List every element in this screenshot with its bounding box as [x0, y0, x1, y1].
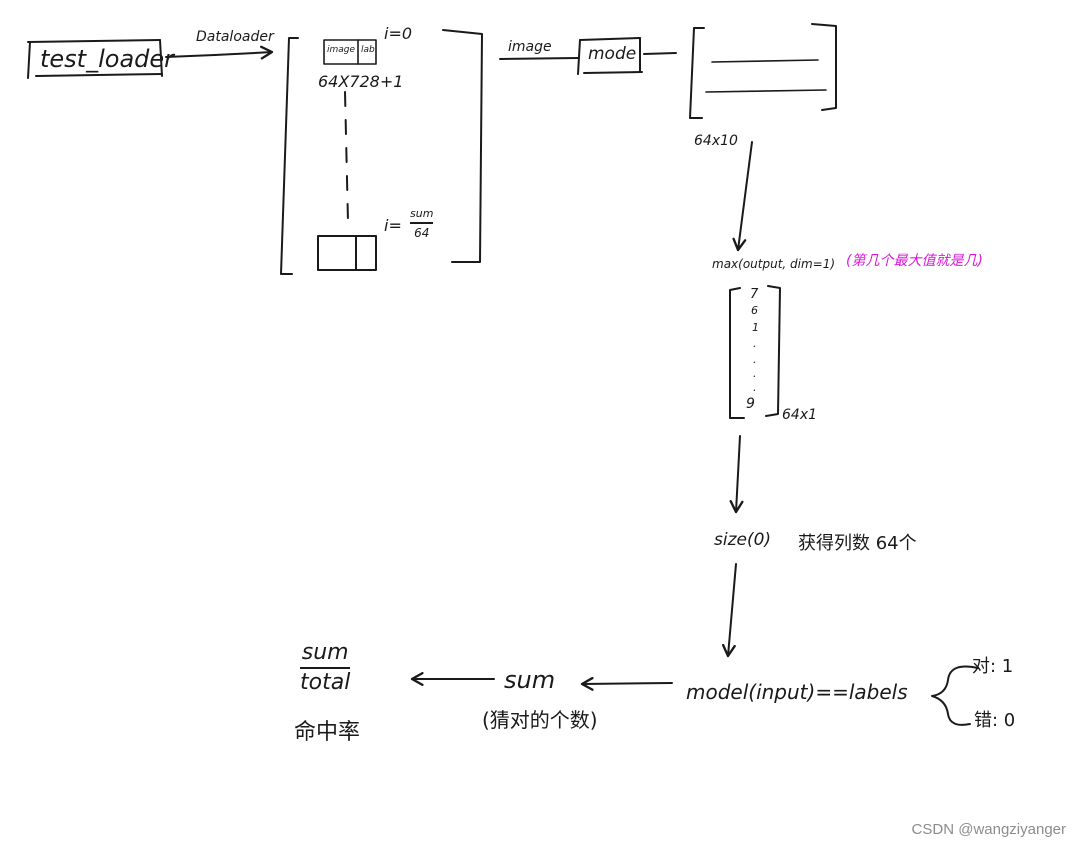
- model-output-line: [643, 52, 677, 55]
- test-loader-label: test_loader: [40, 45, 175, 73]
- accuracy-fraction-bar: [300, 667, 351, 669]
- output-shape-label: 64x10: [694, 133, 738, 149]
- branch-false-label: 错: 0: [974, 710, 1016, 731]
- vector-bracket: [729, 285, 781, 419]
- watermark: CSDN @wangziyanger: [911, 821, 1066, 838]
- sum-note-label: (猜对的个数): [482, 708, 598, 732]
- branch-brace: [931, 665, 979, 726]
- accuracy-denominator: total: [300, 670, 351, 695]
- batch-shape-label: 64X728+1: [318, 72, 404, 91]
- arrow-to-size: [729, 435, 744, 514]
- vector-shape-label: 64x1: [782, 407, 818, 423]
- index-end-fraction: sum 64: [410, 207, 434, 240]
- output-matrix: [689, 23, 837, 119]
- vector-item-5: .: [753, 367, 757, 380]
- size-call-label: size(0): [714, 530, 772, 550]
- first-batch-image-label: image: [327, 45, 356, 55]
- image-arrow-label: image: [508, 39, 552, 55]
- batch-bracket: [280, 29, 483, 275]
- last-batch-box: [317, 235, 377, 271]
- sum-label: sum: [504, 666, 556, 694]
- arrow-to-sum: [580, 676, 673, 691]
- max-call-label: max(output, dim=1): [712, 257, 836, 271]
- index-end-fraction-bar: [410, 222, 434, 224]
- vector-item-3: .: [753, 337, 757, 350]
- dataloader-label: Dataloader: [196, 29, 274, 45]
- vector-top-value: 7: [750, 287, 759, 302]
- first-batch-lab-label: lab: [361, 45, 375, 55]
- accuracy-label: 命中率: [294, 720, 361, 745]
- index-end-prefix: i=: [384, 216, 402, 235]
- batch-continuation-dashes: [344, 91, 349, 223]
- arrow-to-compare: [721, 563, 737, 658]
- image-arrow-line: [499, 57, 579, 60]
- size-note-label: 获得列数 64个: [798, 533, 917, 554]
- index-end-denominator: 64: [414, 226, 430, 240]
- vector-bottom-value: 9: [746, 396, 755, 412]
- compare-expression: model(input)==labels: [686, 680, 908, 704]
- model-box-label: mode: [588, 44, 637, 64]
- accuracy-fraction: sum total: [300, 640, 351, 695]
- vector-item-2: 1: [752, 321, 759, 334]
- accuracy-numerator: sum: [301, 640, 349, 665]
- test-loader-box: [27, 39, 163, 79]
- vector-item-6: .: [753, 381, 757, 394]
- max-note-label: (第几个最大值就是几): [846, 253, 983, 269]
- dataloader-arrow: [165, 45, 274, 60]
- vector-item-4: .: [753, 353, 757, 366]
- model-box: [577, 37, 643, 75]
- index-end-numerator: sum: [410, 207, 434, 220]
- vector-item-1: 6: [751, 304, 758, 317]
- branch-true-label: 对: 1: [972, 656, 1014, 677]
- first-batch-box: [323, 39, 377, 65]
- arrow-to-max: [732, 141, 753, 252]
- index-start-label: i=0: [384, 24, 413, 43]
